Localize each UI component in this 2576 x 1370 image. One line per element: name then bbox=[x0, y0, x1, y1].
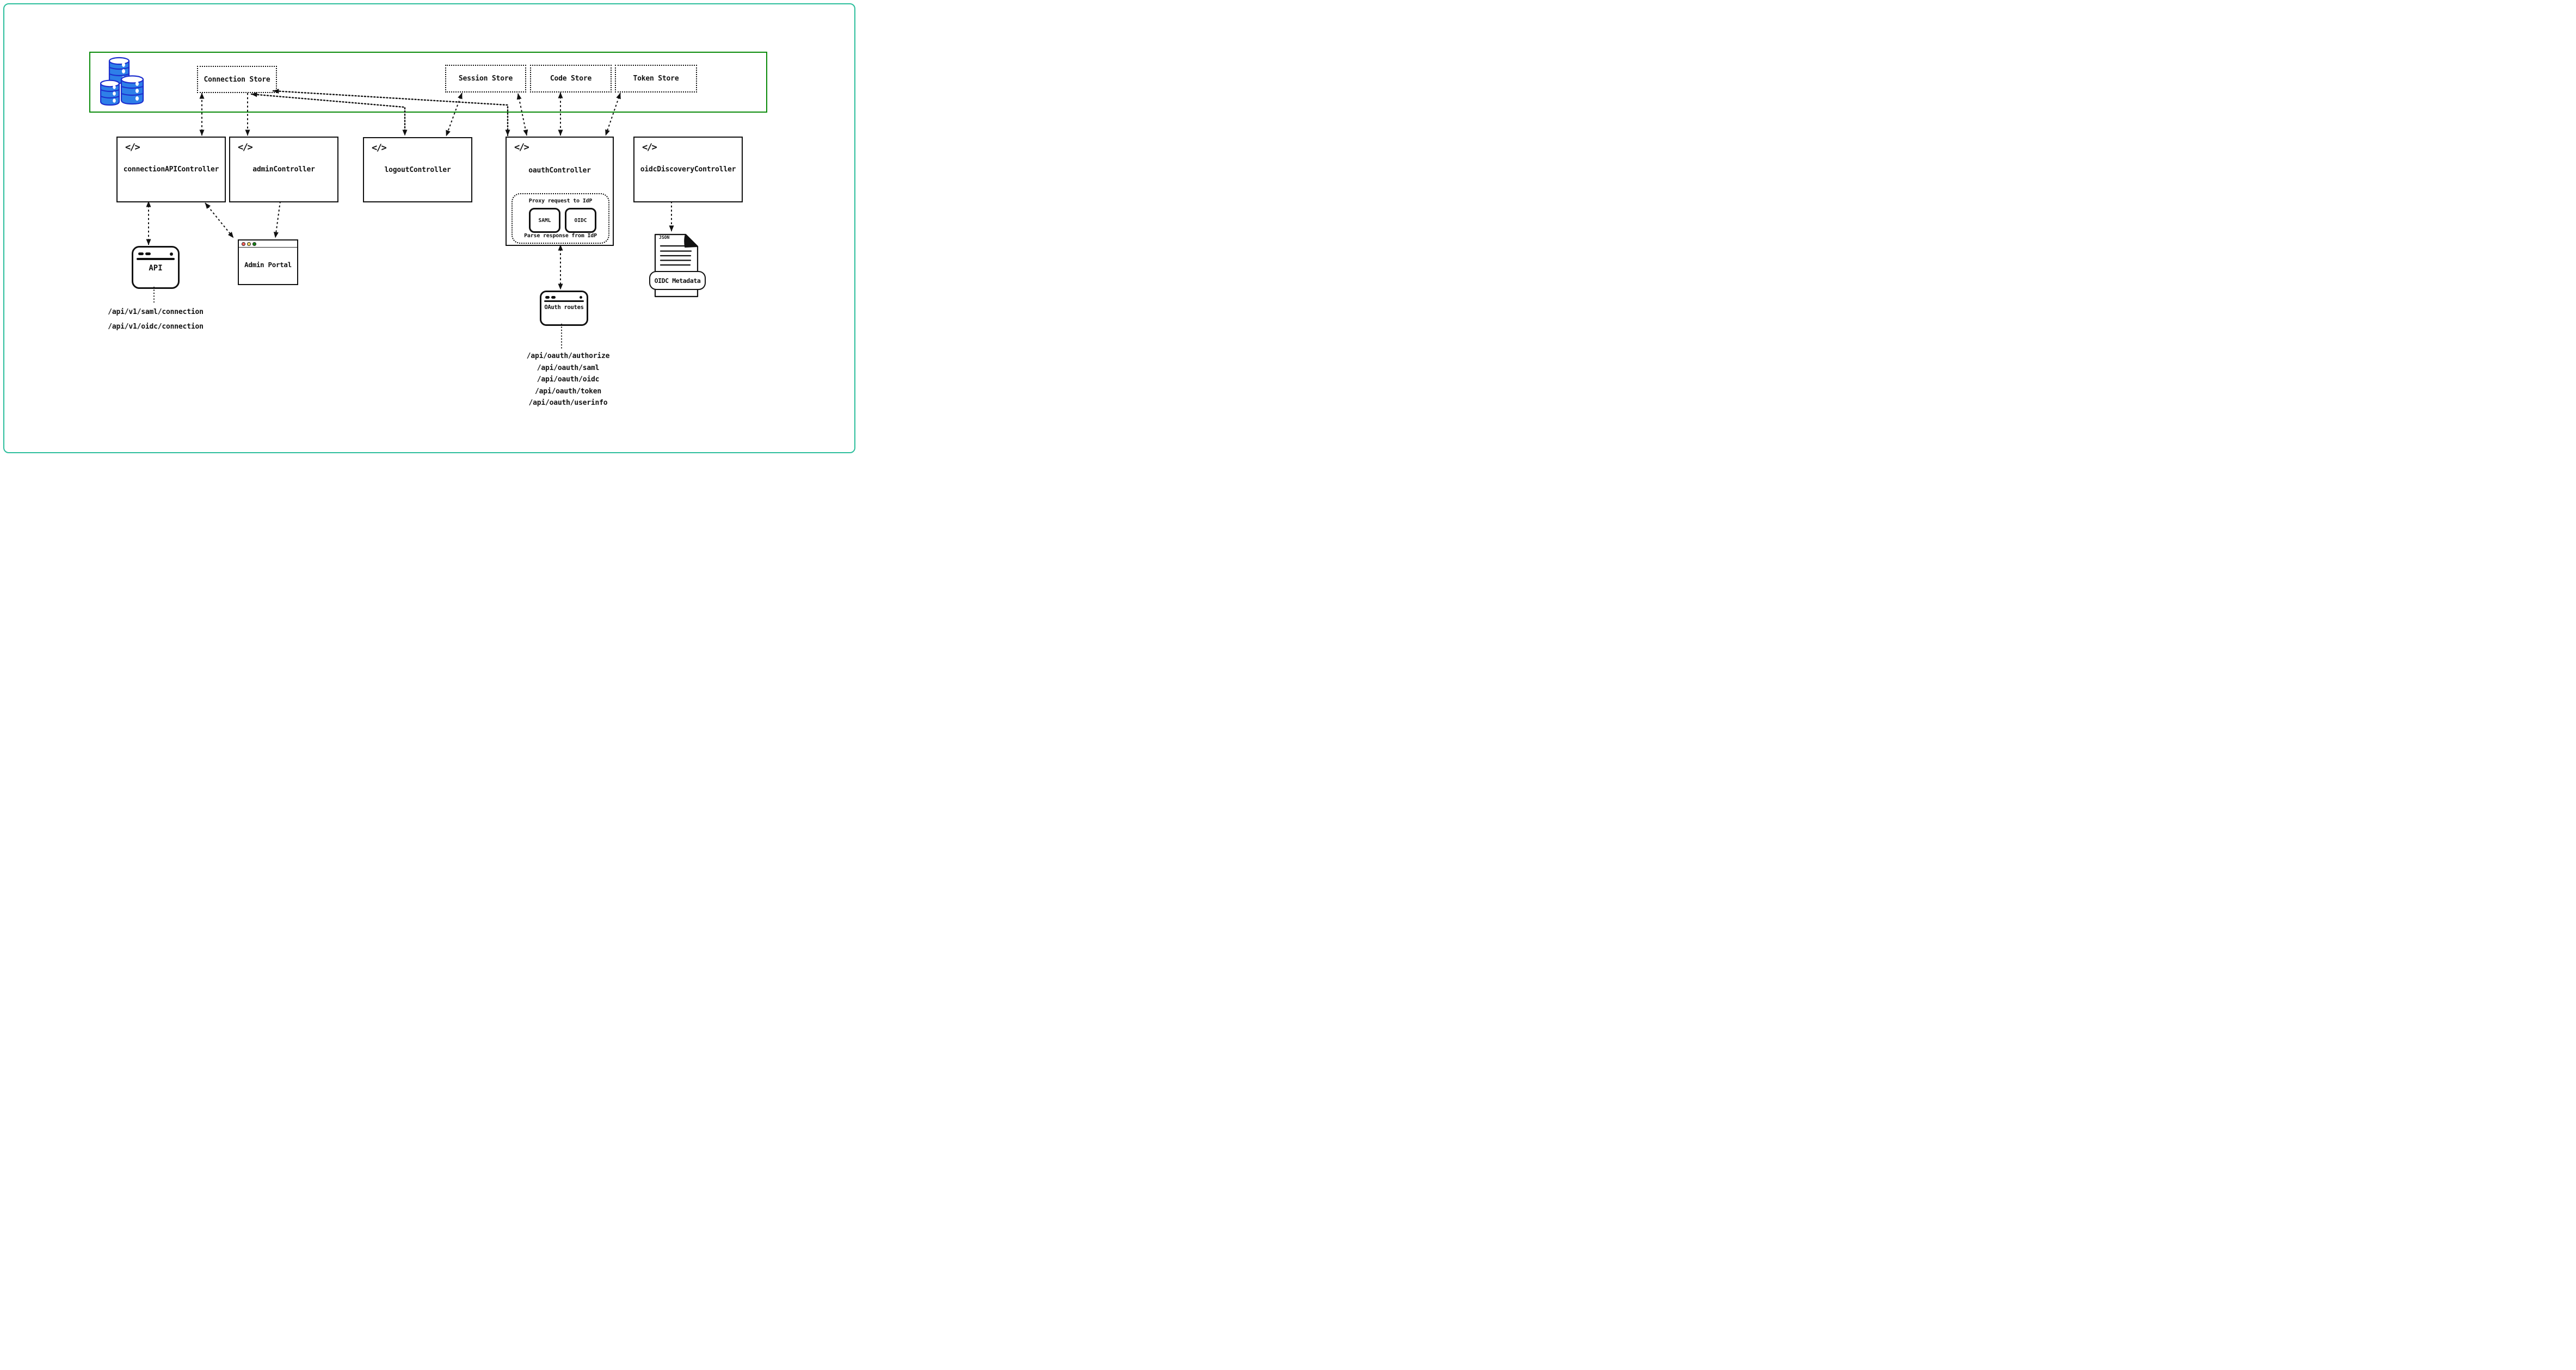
controller-oidc-discovery: </> oidcDiscoveryController bbox=[633, 137, 743, 202]
oauth-routes-label: OAuth routes bbox=[544, 304, 584, 311]
traffic-light-yellow-icon bbox=[247, 242, 251, 246]
protocol-oidc: OIDC bbox=[565, 208, 596, 233]
route-path: /api/oauth/token bbox=[534, 387, 602, 396]
controller-logout: </> logoutController bbox=[363, 137, 472, 202]
idp-parse-response-label: Parse response from IdP bbox=[524, 233, 597, 239]
idp-proxy-request-label: Proxy request to IdP bbox=[528, 198, 593, 204]
controller-logout-label: logoutController bbox=[384, 166, 451, 174]
route-path: /api/oauth/oidc bbox=[537, 375, 600, 384]
outer-frame bbox=[3, 3, 855, 453]
store-session-label: Session Store bbox=[458, 75, 513, 83]
store-session: Session Store bbox=[445, 65, 526, 92]
route-path: /api/oauth/saml bbox=[537, 363, 600, 372]
controller-oidc-discovery-label: oidcDiscoveryController bbox=[640, 165, 736, 174]
protocol-saml: SAML bbox=[529, 208, 560, 233]
controller-connection-api-label: connectionAPIController bbox=[123, 165, 219, 174]
window-divider bbox=[137, 258, 175, 260]
oauth-routes-window-icon: OAuth routes bbox=[540, 291, 588, 326]
store-token: Token Store bbox=[615, 65, 697, 92]
admin-portal-label: Admin Portal bbox=[244, 261, 292, 269]
window-dash-icon bbox=[551, 296, 556, 299]
route-path: /api/v1/oidc/connection bbox=[108, 323, 204, 331]
api-window-icon: API bbox=[132, 246, 180, 289]
route-path: /api/oauth/authorize bbox=[526, 352, 610, 360]
protocol-saml-label: SAML bbox=[538, 217, 551, 224]
window-dot-icon bbox=[170, 252, 173, 256]
oidc-metadata-banner: OIDC Metadata bbox=[649, 271, 706, 290]
code-icon: </> bbox=[372, 143, 387, 153]
idp-proxy-group: Proxy request to IdP SAML OIDC Parse res… bbox=[511, 193, 609, 244]
code-icon: </> bbox=[514, 142, 529, 153]
traffic-light-green-icon bbox=[252, 242, 256, 246]
controller-connection-api: </> connectionAPIController bbox=[116, 137, 226, 202]
folded-corner-icon bbox=[684, 234, 698, 248]
code-icon: </> bbox=[238, 142, 253, 153]
route-path: /api/oauth/userinfo bbox=[528, 399, 608, 408]
route-path: /api/v1/saml/connection bbox=[108, 308, 204, 316]
store-connection: Connection Store bbox=[197, 66, 277, 93]
window-dash-icon bbox=[545, 296, 550, 299]
api-label: API bbox=[149, 264, 163, 273]
code-icon: </> bbox=[642, 142, 657, 153]
oidc-metadata-label: OIDC Metadata bbox=[654, 276, 701, 285]
controller-oauth-label: oauthController bbox=[528, 166, 591, 175]
window-dash-icon bbox=[138, 252, 144, 255]
window-dot-icon bbox=[580, 295, 582, 299]
database-stack-icon bbox=[100, 57, 144, 106]
store-code: Code Store bbox=[530, 65, 612, 92]
window-divider bbox=[544, 300, 584, 302]
api-route-paths: /api/v1/saml/connection /api/v1/oidc/con… bbox=[91, 305, 220, 334]
architecture-diagram: Connection Store Session Store Code Stor… bbox=[0, 0, 859, 456]
admin-portal-window: Admin Portal bbox=[238, 239, 298, 285]
controller-admin-label: adminController bbox=[252, 165, 315, 174]
code-icon: </> bbox=[125, 142, 140, 153]
controller-admin: </> adminController bbox=[229, 137, 338, 202]
store-code-label: Code Store bbox=[550, 75, 592, 83]
admin-portal-titlebar bbox=[239, 240, 297, 248]
json-file-type-label: JSON bbox=[659, 235, 670, 240]
controller-oauth: </> oauthController Proxy request to IdP… bbox=[506, 137, 614, 246]
protocol-oidc-label: OIDC bbox=[574, 217, 587, 224]
store-layer-container: Connection Store Session Store Code Stor… bbox=[89, 52, 767, 113]
oauth-route-paths: /api/oauth/authorize /api/oauth/saml /ap… bbox=[504, 350, 632, 409]
traffic-light-red-icon bbox=[242, 242, 245, 246]
store-token-label: Token Store bbox=[633, 75, 679, 83]
store-connection-label: Connection Store bbox=[204, 75, 270, 84]
window-dash-icon bbox=[145, 252, 151, 255]
